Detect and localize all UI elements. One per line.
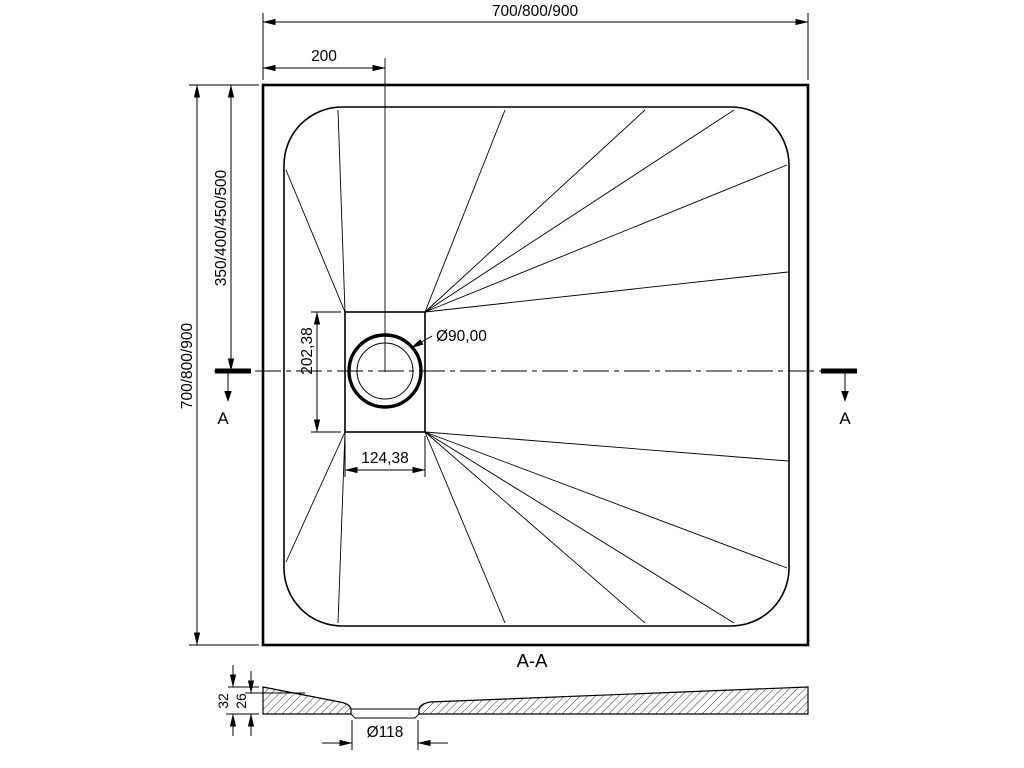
- section-marker-right: A: [821, 368, 857, 428]
- section-profile-right: [418, 686, 809, 715]
- section-title: A-A: [517, 650, 549, 671]
- slope-lines: [285, 109, 789, 624]
- section-arrow-right: [841, 391, 849, 402]
- dim-overall-width: 700/800/900: [262, 3, 809, 26]
- dim-tray-height: 32: [215, 665, 237, 736]
- section-marker-right-label: A: [839, 409, 851, 428]
- top-view: 700/800/900 200 700/800/900 350/400/450/…: [179, 3, 857, 647]
- tray-basin-edge: [283, 106, 790, 627]
- dim-basin-depth: 26: [233, 671, 255, 736]
- dim-drain-offset-x-label: 200: [311, 48, 337, 65]
- section-marker-left-label: A: [217, 409, 229, 428]
- dim-drain-center-y-label: 202,38: [299, 327, 316, 374]
- dim-drain-diameter: Ø90,00: [410, 328, 487, 349]
- dim-drain-center-y: 202,38: [299, 311, 321, 433]
- dim-overall-height: 700/800/900: [179, 84, 201, 646]
- section-view: A-A 32 26 Ø118: [215, 650, 809, 750]
- dim-drain-hole-diameter-label: Ø118: [367, 724, 404, 741]
- tray-outer-edge: [261, 83, 810, 647]
- dim-tray-height-label: 32: [215, 693, 231, 709]
- dim-drain-offset-y: 350/400/450/500: [213, 84, 235, 372]
- section-arrow-left: [224, 391, 232, 402]
- dim-drain-offset-y-label: 350/400/450/500: [213, 169, 230, 286]
- dim-drain-offset-x: 200: [262, 48, 386, 72]
- section-marker-left: A: [215, 368, 251, 428]
- drain-hole-lip: [350, 713, 420, 719]
- dim-overall-height-label: 700/800/900: [179, 323, 196, 410]
- dim-drain-diameter-label: Ø90,00: [436, 328, 487, 345]
- dim-basin-depth-label: 26: [233, 693, 249, 709]
- dim-drain-center-x-label: 124,38: [361, 450, 408, 467]
- section-profile-left: [262, 686, 352, 715]
- dim-overall-width-label: 700/800/900: [492, 3, 579, 20]
- dim-drain-center-x: 124,38: [344, 450, 426, 474]
- dim-drain-hole-diameter: Ø118: [322, 724, 448, 747]
